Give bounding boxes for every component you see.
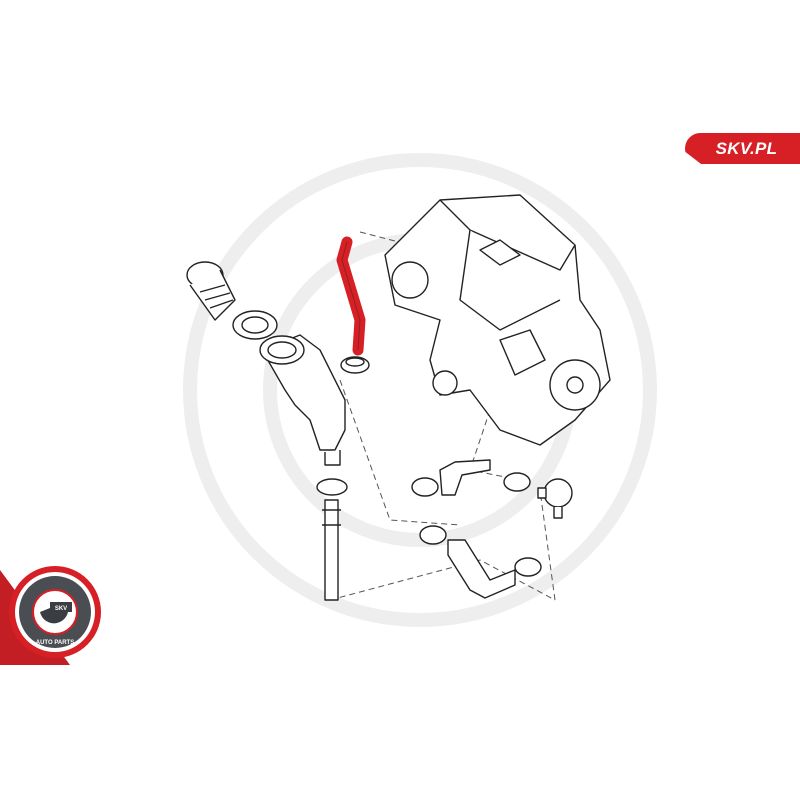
breather-hose-highlighted [336, 236, 366, 356]
badge-label: SKV.PL [715, 138, 778, 158]
filler-neck-housing [259, 334, 346, 466]
dipstick-tube [316, 478, 348, 601]
filler-cap [186, 261, 236, 321]
skv-pl-badge[interactable]: SKV.PL [685, 133, 800, 164]
svg-text:AUTO PARTS: AUTO PARTS [36, 640, 74, 646]
large-hose [419, 525, 542, 599]
check-valve [537, 478, 573, 519]
small-hose [411, 459, 531, 497]
svg-text:SKV: SKV [55, 606, 67, 612]
hose-clamp [340, 356, 370, 374]
seal-ring [232, 310, 278, 340]
skv-auto-parts-logo: SKV AUTO PARTS [0, 566, 101, 665]
engine-block [384, 194, 611, 446]
